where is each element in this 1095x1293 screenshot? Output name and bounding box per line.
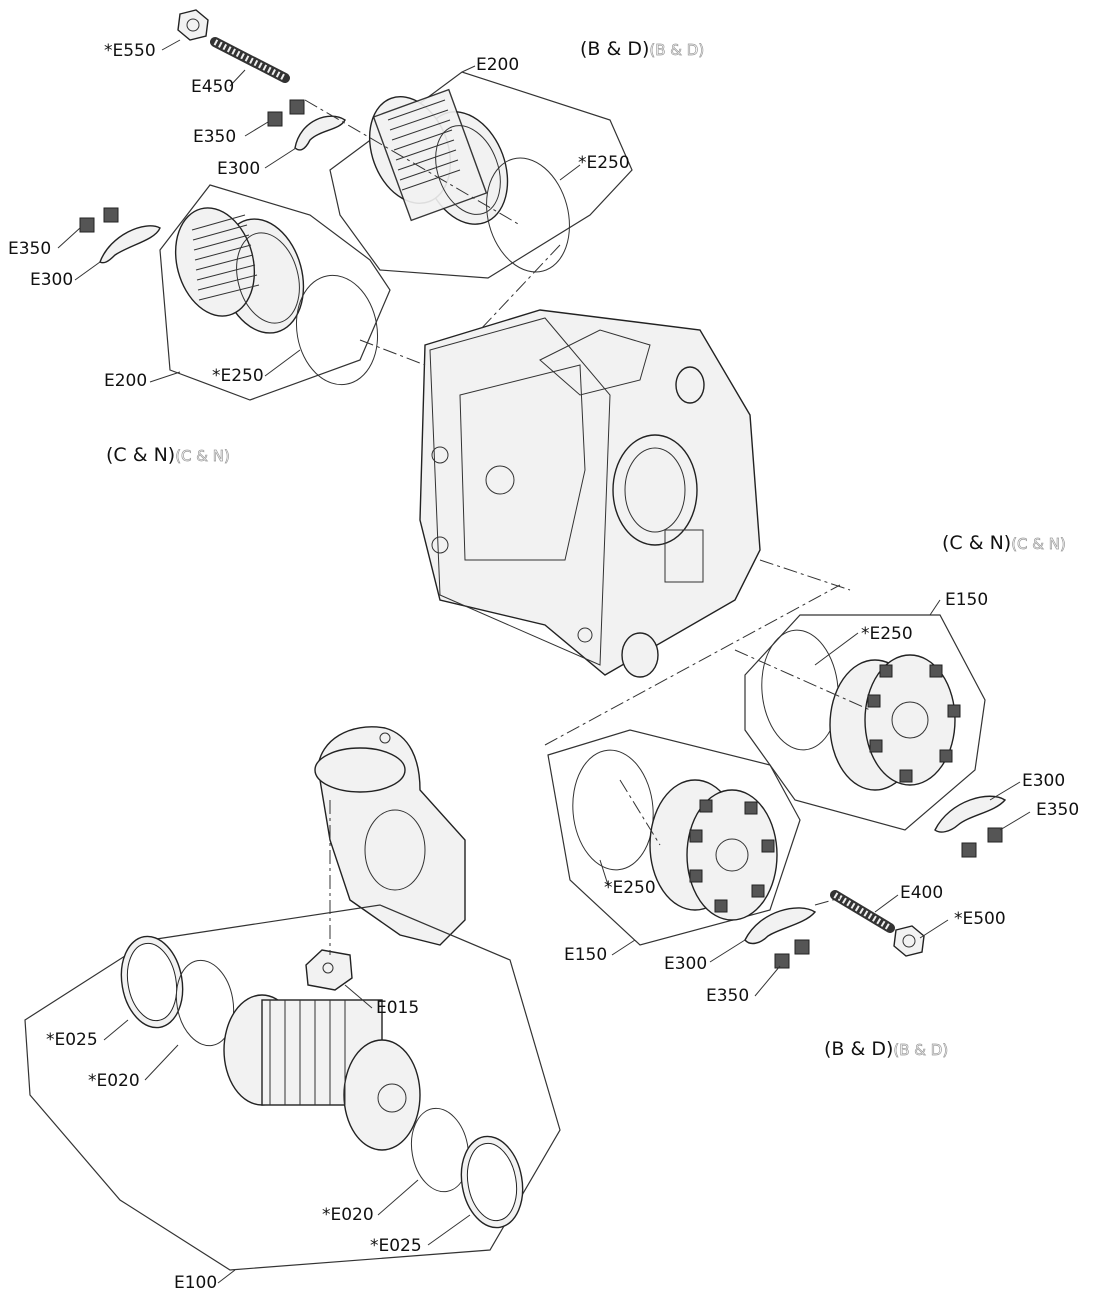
label-e200-left: E200 xyxy=(104,371,148,391)
group-outline-e200-top xyxy=(329,71,633,279)
label-e250-lower: *E250 xyxy=(604,878,656,898)
label-e300-lower: E300 xyxy=(664,954,708,974)
group-label-main: (B & D) xyxy=(824,1038,894,1060)
nut-e550 xyxy=(177,9,209,41)
label-e020-left: *E020 xyxy=(88,1071,140,1091)
ring-e025-right xyxy=(460,1135,524,1229)
retainer-e300-left xyxy=(99,225,161,264)
stud-e400 xyxy=(830,890,895,933)
label-e200-top: E200 xyxy=(476,55,520,75)
label-e300-left: E300 xyxy=(30,270,74,290)
label-e500: *E500 xyxy=(954,909,1006,929)
leader-lines xyxy=(57,39,1031,1284)
label-e025-left: *E025 xyxy=(46,1030,98,1050)
label-e025-right: *E025 xyxy=(370,1236,422,1256)
cartridge-e150-lower xyxy=(649,779,778,921)
screws-e350-right xyxy=(961,827,1003,858)
label-e350-right: E350 xyxy=(1036,800,1080,820)
assembly-lines xyxy=(304,99,871,955)
label-e300-top: E300 xyxy=(217,159,261,179)
nut-e500 xyxy=(893,925,925,957)
label-e350-top: E350 xyxy=(193,127,237,147)
group-label-main: (C & N) xyxy=(942,532,1012,554)
label-e250-upper-right: *E250 xyxy=(861,624,913,644)
label-e250-left: *E250 xyxy=(212,366,264,386)
retainer-e300-lower xyxy=(744,907,817,945)
group-label-ghost: (B & D) xyxy=(893,1041,949,1060)
group-outline-e150-upper xyxy=(744,614,986,831)
pump-housing xyxy=(419,309,761,678)
group-label-main: (C & N) xyxy=(106,444,176,466)
disc-e020-left xyxy=(175,959,235,1047)
group-outline-e200-left xyxy=(159,184,391,401)
retainer-e300-top xyxy=(294,115,346,151)
cube-e015 xyxy=(305,949,353,991)
group-label-ghost: (C & N) xyxy=(175,447,230,466)
disc-e020-right xyxy=(410,1107,470,1193)
oring-e250-lower xyxy=(572,749,654,871)
group-label-left-mid: (C & N)(C & N) xyxy=(106,444,230,467)
cartridge-e150-upper xyxy=(829,654,961,791)
group-label-ghost: (C & N) xyxy=(1011,535,1066,554)
group-label-bottom-right: (B & D)(B & D) xyxy=(824,1038,949,1061)
oring-e250-left xyxy=(295,274,379,386)
oring-e250-top xyxy=(486,157,570,273)
group-label-top-right: (B & D)(B & D) xyxy=(580,38,705,61)
label-e100: E100 xyxy=(174,1273,218,1293)
group-label-right-mid: (C & N)(C & N) xyxy=(942,532,1066,555)
label-e020-right: *E020 xyxy=(322,1205,374,1225)
cartridge-e200-top xyxy=(368,88,509,225)
label-e300-right: E300 xyxy=(1022,771,1066,791)
label-e350-lower: E350 xyxy=(706,986,750,1006)
spool-e100 xyxy=(223,994,421,1151)
group-label-ghost: (B & D) xyxy=(649,41,705,60)
group-label-main: (B & D) xyxy=(580,38,650,60)
stud-e450 xyxy=(210,37,290,83)
label-e350-left: E350 xyxy=(8,239,52,259)
cartridge-e200-left xyxy=(174,207,305,334)
label-e150-upper: E150 xyxy=(945,590,989,610)
label-e150-lower: E150 xyxy=(564,945,608,965)
screws-e350-top xyxy=(267,99,305,127)
ring-e025-left xyxy=(120,935,184,1029)
group-outline-e100 xyxy=(24,904,561,1271)
group-outline-e150-lower xyxy=(547,729,801,946)
label-e450: E450 xyxy=(191,77,235,97)
label-e015: E015 xyxy=(376,998,420,1018)
label-e400: E400 xyxy=(900,883,944,903)
retainer-e300-right xyxy=(934,795,1007,833)
label-e250-top: *E250 xyxy=(578,153,630,173)
screws-e350-left xyxy=(79,207,119,233)
selector-handle xyxy=(314,726,466,946)
screws-e350-lower xyxy=(774,939,810,969)
label-e550: *E550 xyxy=(104,41,156,61)
